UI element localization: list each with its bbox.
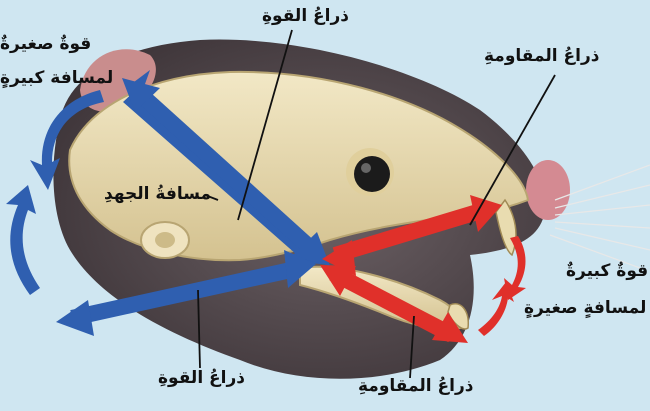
label-effort-arm-bottom: ذراعُ القوةِ bbox=[158, 370, 245, 387]
label-effort-distance: مسافةُ الجهدِ bbox=[104, 186, 211, 203]
label-big-force: قوةٌ كبيرةٌ bbox=[566, 263, 648, 280]
label-effort-arm-top: ذراعُ القوةِ bbox=[262, 8, 349, 25]
label-large-distance: لمسافة كبيرةٍ bbox=[0, 70, 113, 87]
label-small-distance: لمسافةٍ صغيرةٍ bbox=[524, 300, 646, 317]
nose bbox=[526, 160, 570, 220]
eye bbox=[354, 156, 390, 192]
label-resistance-arm-top: ذراعُ المقاومةِ bbox=[484, 48, 600, 65]
label-small-force: قوةٌ صغيرةٌ bbox=[0, 36, 91, 53]
label-resistance-arm-bottom: ذراعُ المقاومةِ bbox=[358, 378, 474, 395]
